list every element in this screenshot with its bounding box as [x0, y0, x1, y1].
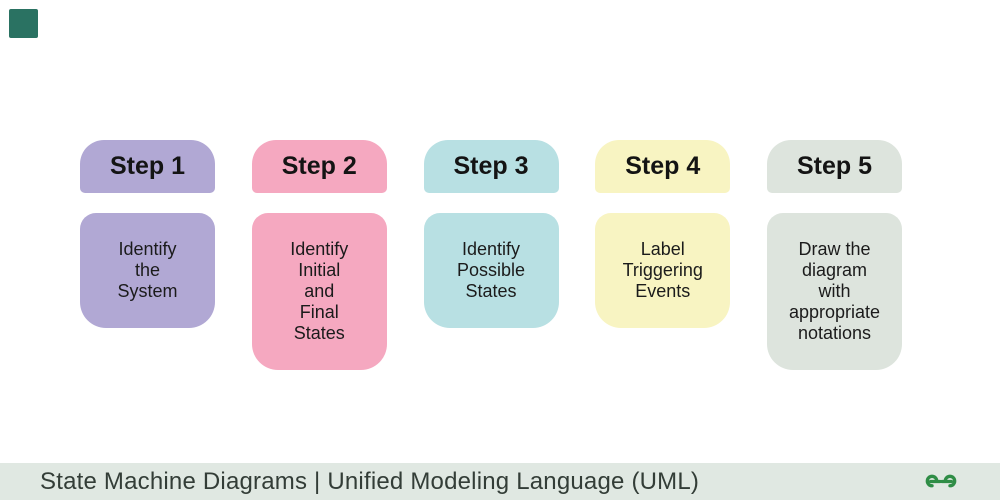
step-4-header: Step 4 — [595, 140, 731, 193]
step-1-label: Step 1 — [109, 152, 186, 180]
step-card-4: Step 4 Label Triggering Events — [595, 140, 731, 328]
step-2-description: Identify Initial and Final States — [251, 213, 387, 370]
step-3-label: Step 3 — [453, 152, 529, 180]
corner-accent-square — [9, 9, 38, 38]
footer-title: State Machine Diagrams | Unified Modelin… — [40, 467, 700, 495]
geeksforgeeks-logo-icon — [924, 473, 958, 490]
step-5-header: Step 5 — [767, 140, 902, 193]
step-1-header: Step 1 — [80, 140, 215, 193]
step-4-description: Label Triggering Events — [595, 213, 731, 328]
footer-bar: State Machine Diagrams | Unified Modelin… — [0, 463, 1000, 500]
step-3-description: Identify Possible States — [423, 213, 559, 328]
step-card-3: Step 3 Identify Possible States — [423, 140, 559, 328]
step-5-label: Step 5 — [796, 152, 873, 180]
step-card-2: Step 2 Identify Initial and Final States — [251, 140, 387, 370]
step-card-1: Step 1 Identify the System — [80, 140, 215, 328]
step-4-label: Step 4 — [625, 152, 701, 180]
step-5-description: Draw the diagram with appropriate notati… — [767, 213, 902, 370]
step-card-5: Step 5 Draw the diagram with appropriate… — [767, 140, 902, 370]
step-1-description: Identify the System — [80, 213, 215, 328]
step-3-header: Step 3 — [423, 140, 559, 193]
steps-row: Step 1 Identify the System Step 2 Identi… — [80, 140, 902, 370]
step-2-header: Step 2 — [251, 140, 387, 193]
step-2-label: Step 2 — [281, 152, 357, 180]
